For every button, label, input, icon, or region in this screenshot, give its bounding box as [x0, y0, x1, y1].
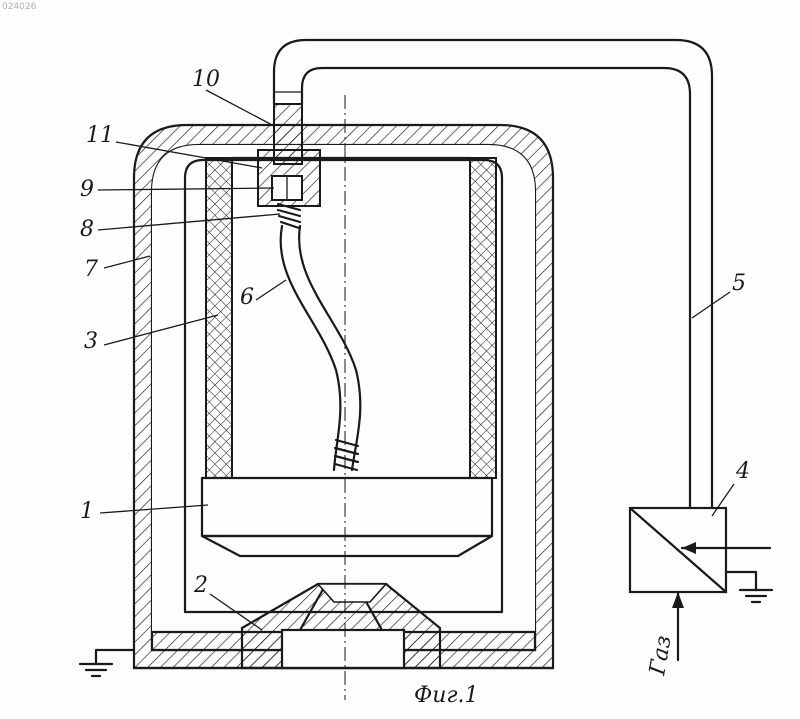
label-4: 4	[735, 459, 750, 484]
corner-mark: 024026	[2, 2, 37, 12]
label-10: 10	[192, 67, 220, 92]
ground-symbol-right	[726, 572, 772, 602]
insulator-left-wall	[206, 158, 232, 478]
gas-label: Газ	[645, 634, 677, 678]
anode-channel	[282, 630, 404, 668]
ground-symbol-left	[80, 650, 134, 676]
figure-caption: Фиг.1	[414, 683, 479, 708]
label-8: 8	[80, 217, 94, 242]
label-5: 5	[732, 271, 746, 296]
label-11: 11	[86, 123, 114, 148]
label-3: 3	[84, 329, 98, 354]
insulator-right-wall	[470, 158, 496, 478]
gas-inlet-arrow	[672, 592, 684, 608]
label-9: 9	[80, 177, 94, 202]
label-1: 1	[80, 499, 94, 524]
label-7: 7	[84, 257, 98, 282]
label-6: 6	[240, 285, 254, 310]
label-2: 2	[193, 573, 208, 598]
